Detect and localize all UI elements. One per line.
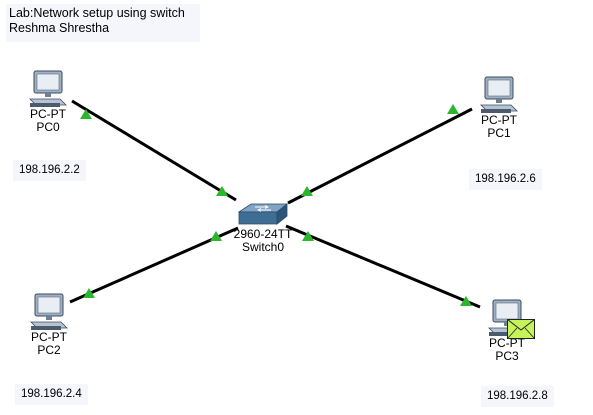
link-status-up-icon [80, 109, 92, 119]
device-name-label: PC3 [495, 349, 519, 363]
ip-note-pc3[interactable]: 198.196.2.8 [481, 386, 554, 407]
ip-address-text: 198.196.2.6 [475, 173, 536, 185]
link-status-up-icon [210, 231, 222, 241]
desktop-pc-icon [30, 293, 68, 330]
device-name-label: PC2 [37, 343, 61, 357]
title-note[interactable]: Lab:Network setup using switch Reshma Sh… [6, 4, 200, 42]
link-pc0-switch0[interactable] [71, 99, 237, 202]
link-status-up-icon [302, 231, 314, 241]
envelope-icon[interactable] [507, 319, 535, 339]
ip-address-text: 198.196.2.2 [19, 164, 80, 176]
device-model-label: PC-PT [489, 336, 525, 350]
device-pc3[interactable]: PC-PT PC3 [483, 299, 535, 363]
device-name-label: Switch0 [241, 240, 285, 254]
device-name-label: PC0 [36, 120, 60, 134]
link-status-up-icon [216, 186, 228, 196]
ip-note-pc2[interactable]: 198.196.2.4 [15, 384, 88, 405]
switch-icon [237, 203, 289, 225]
ip-note-pc1[interactable]: 198.196.2.6 [469, 169, 542, 190]
link-pc3-switch0[interactable] [285, 224, 481, 309]
link-status-up-icon [460, 296, 472, 306]
device-pc1[interactable]: PC-PT PC1 [475, 76, 523, 140]
device-pc2[interactable]: PC-PT PC2 [25, 293, 73, 357]
device-switch0[interactable]: 2960-24TT Switch0 [225, 202, 301, 254]
ip-note-pc0[interactable]: 198.196.2.2 [13, 160, 86, 181]
device-name-label: PC1 [487, 126, 511, 140]
desktop-pc-icon [480, 76, 518, 113]
link-pc2-switch0[interactable] [69, 226, 239, 304]
title-note-line1: Lab:Network setup using switch [9, 6, 185, 20]
desktop-pc-icon [29, 70, 67, 107]
device-model-label: PC-PT [30, 107, 66, 121]
ip-address-text: 198.196.2.8 [487, 390, 548, 402]
ip-address-text: 198.196.2.4 [21, 388, 82, 400]
device-pc0[interactable]: PC-PT PC0 [24, 70, 72, 134]
device-model-label: 2960-24TT [233, 227, 293, 241]
device-model-label: PC-PT [481, 113, 517, 127]
link-pc1-switch0[interactable] [287, 107, 473, 205]
link-status-up-icon [301, 186, 313, 196]
link-status-up-icon [447, 104, 459, 114]
device-model-label: PC-PT [31, 330, 67, 344]
link-status-up-icon [83, 288, 95, 298]
title-note-line2: Reshma Shrestha [9, 21, 110, 35]
